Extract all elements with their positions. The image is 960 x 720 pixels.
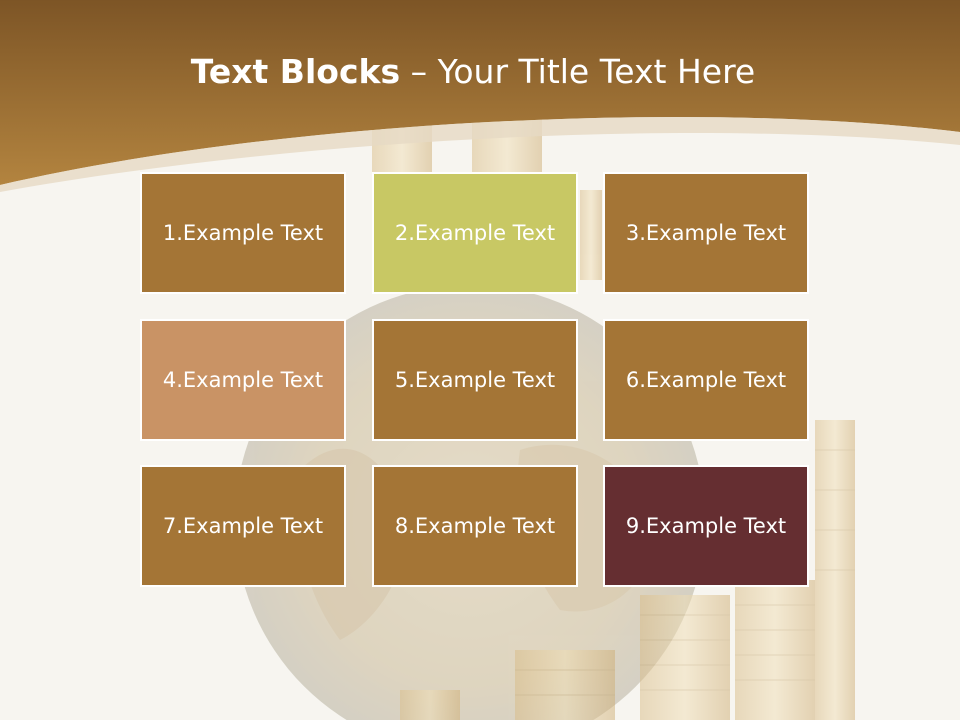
slide-title: Text Blocks – Your Title Text Here xyxy=(0,52,946,91)
text-block-4[interactable]: 4.Example Text xyxy=(140,319,346,441)
title-dash: – xyxy=(400,52,438,91)
text-block-3[interactable]: 3.Example Text xyxy=(603,172,809,294)
title-rest: Your Title Text Here xyxy=(437,52,756,91)
text-block-8[interactable]: 8.Example Text xyxy=(372,465,578,587)
text-block-5[interactable]: 5.Example Text xyxy=(372,319,578,441)
text-block-6[interactable]: 6.Example Text xyxy=(603,319,809,441)
text-block-1[interactable]: 1.Example Text xyxy=(140,172,346,294)
text-block-2[interactable]: 2.Example Text xyxy=(372,172,578,294)
title-bold: Text Blocks xyxy=(190,52,401,91)
header-swoosh xyxy=(0,117,960,192)
text-block-9[interactable]: 9.Example Text xyxy=(603,465,809,587)
text-block-7[interactable]: 7.Example Text xyxy=(140,465,346,587)
header-band xyxy=(0,0,960,185)
